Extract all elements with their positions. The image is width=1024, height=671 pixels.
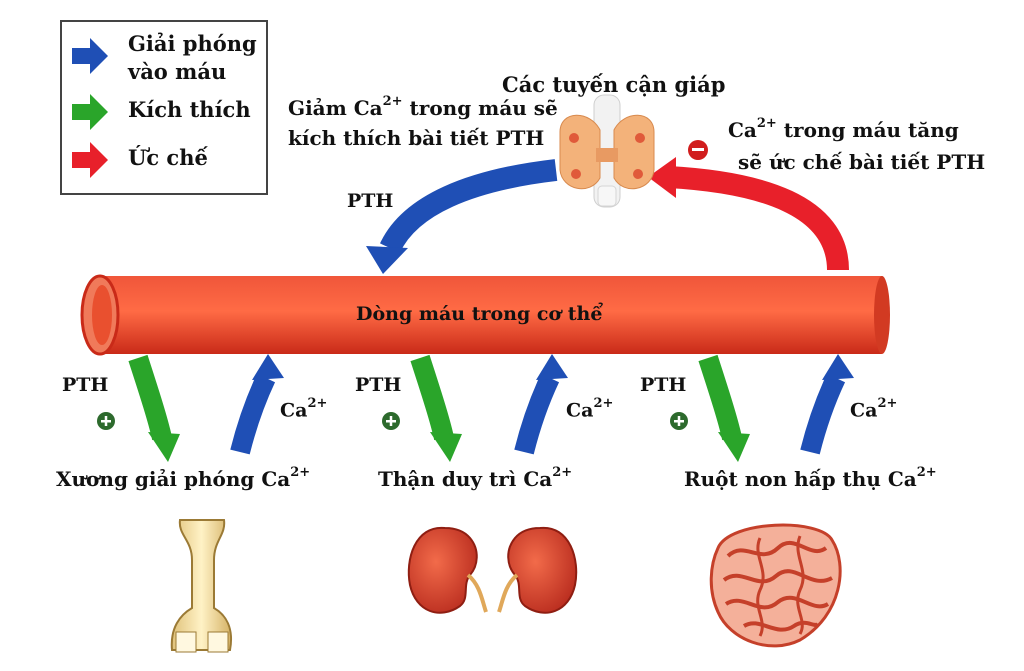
legend-release: Giải phóng vào máu [62, 28, 262, 88]
plus-sign-icon [97, 412, 115, 430]
left-note-line1: Giảm Ca2+ trong máu sẽ [288, 94, 558, 120]
legend-inhibit-label: Ức chế [128, 145, 208, 170]
bone-icon [170, 519, 232, 653]
left-note-line2: kích thích bài tiết PTH [288, 126, 545, 150]
release-arrow-bone [230, 354, 284, 455]
blood-vessel [80, 274, 890, 356]
release-arrow-intestine [800, 354, 854, 455]
legend-inhibit: Ức chế [62, 140, 262, 180]
intestine-caption: Ruột non hấp thụ Ca2+ [684, 465, 937, 491]
parathyroid-label: Các tuyến cận giáp [502, 72, 726, 97]
right-note-line2: sẽ ức chế bài tiết PTH [738, 150, 986, 174]
blood-vessel-label: Dòng máu trong cơ thể [356, 303, 603, 325]
stimulate-arrow-kidney [410, 354, 462, 462]
intestine-ca-label: Ca2+ [850, 396, 898, 422]
legend-release-line1: Giải phóng [128, 31, 257, 56]
legend-stimulate: Kích thích [62, 92, 262, 132]
stimulate-arrow-bone [128, 354, 180, 462]
intestine-pth-label: PTH [640, 374, 687, 396]
legend: Giải phóng vào máu Kích thích Ức chế [60, 20, 268, 195]
kidneys-icon [407, 526, 578, 614]
release-arrow-top [366, 159, 558, 274]
bone-caption: Xương giải phóng Ca2+ [56, 465, 311, 491]
right-note-line1: Ca2+ trong máu tăng [728, 116, 959, 142]
legend-release-line2: vào máu [128, 59, 227, 84]
green-arrow-icon [72, 94, 108, 130]
plus-sign-icon [670, 412, 688, 430]
release-arrow-kidney [514, 354, 568, 455]
bone-pth-label: PTH [62, 374, 109, 396]
bone-ca-label: Ca2+ [280, 396, 328, 422]
kidney-pth-label: PTH [355, 374, 402, 396]
small-intestine-icon [709, 523, 842, 648]
legend-stimulate-label: Kích thích [128, 97, 251, 122]
blue-arrow-icon [72, 38, 108, 74]
kidney-caption: Thận duy trì Ca2+ [378, 465, 573, 491]
plus-sign-icon [382, 412, 400, 430]
top-pth-label: PTH [347, 190, 394, 212]
stimulate-arrow-intestine [698, 354, 750, 462]
kidney-ca-label: Ca2+ [566, 396, 614, 422]
minus-sign-icon [688, 140, 708, 160]
red-arrow-icon [72, 142, 108, 178]
inhibit-arrow-top [648, 157, 849, 271]
parathyroid-gland-icon [559, 94, 655, 208]
